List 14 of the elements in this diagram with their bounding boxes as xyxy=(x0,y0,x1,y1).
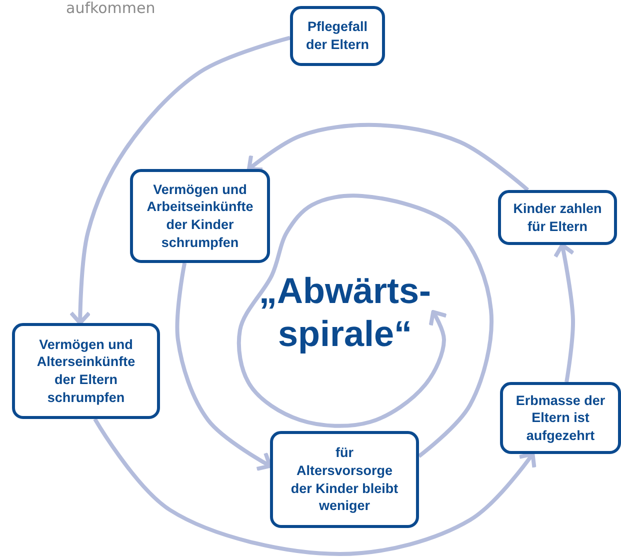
curved-arrow xyxy=(553,243,576,382)
curved-arrow xyxy=(69,36,291,325)
process-box: Vermögen und Arbeitseinkünfte der Kinder schrumpfen xyxy=(130,169,270,263)
text-fragment: aufkommen xyxy=(66,1,156,16)
curved-arrow xyxy=(175,262,272,471)
process-box: Vermögen und Alterseinkünfte der Eltern schrumpfen xyxy=(12,323,160,419)
title-text: „Abwärts- spirale“ xyxy=(255,262,435,362)
process-box: Kinder zahlen für Eltern xyxy=(498,190,617,245)
process-box: Erbmasse der Eltern ist aufgezehrt xyxy=(500,382,621,454)
curved-arrow xyxy=(247,122,530,192)
process-box: Pflegefall der Eltern xyxy=(290,6,385,66)
curved-arrow xyxy=(236,194,494,458)
process-box: für Altersvorsorge der Kinder bleibt weniger xyxy=(270,431,419,528)
curved-arrow xyxy=(93,418,536,556)
